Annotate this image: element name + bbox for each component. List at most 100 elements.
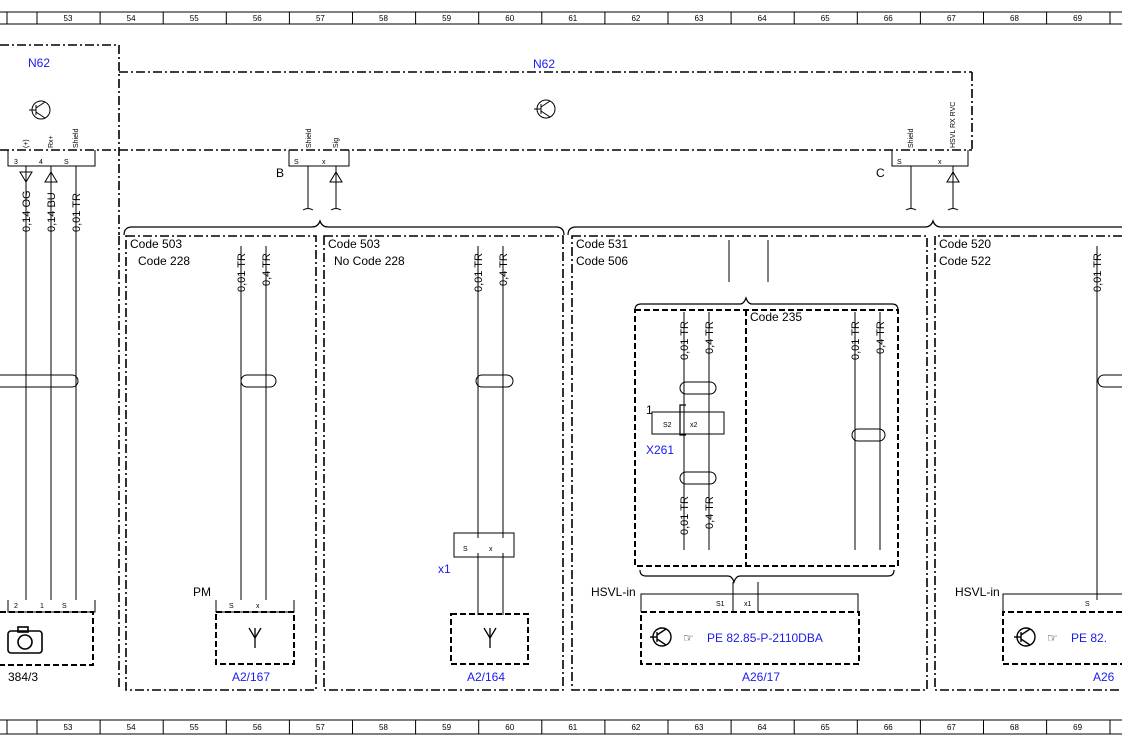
ruler-number: 55 — [190, 14, 199, 23]
component-a2-164: A2/164 — [450, 613, 529, 684]
component-label: 384/3 — [8, 670, 38, 684]
code-group-1: Code 503 Code 228 — [125, 235, 317, 691]
ruler-number: 62 — [631, 14, 640, 23]
component-a26-right: HSVL-in S ☞ PE 82. A26 — [955, 585, 1122, 684]
code-label: Code 522 — [939, 254, 991, 268]
reference-link[interactable]: PE 82.85-P-2110DBA — [707, 631, 823, 645]
brace-bottom — [639, 569, 895, 584]
group2-wires: 0,01 TR 0,4 TR — [473, 246, 514, 615]
ruler-number: 61 — [568, 723, 577, 732]
wire-label: 0,01 TR — [850, 321, 862, 360]
hand-pointer-icon: ☞ — [1047, 631, 1058, 645]
ruler-number: 58 — [379, 14, 388, 23]
group1-wires: 0,01 TR 0,4 TR — [236, 246, 277, 600]
module-label-n62-main: N62 — [533, 57, 555, 71]
wire-label: 0,4 TR — [704, 321, 716, 354]
pin-label: 2 — [14, 603, 18, 610]
code-group-4: Code 520 Code 522 — [934, 235, 1122, 691]
ruler-number: 68 — [1010, 14, 1019, 23]
ruler-number: 59 — [442, 14, 451, 23]
pin-label: x — [322, 159, 326, 166]
group3-wires: Code 235 0,01 TR 0,4 TR 0,01 TR 0,4 TR 0… — [634, 240, 899, 567]
ruler-number: 68 — [1010, 723, 1019, 732]
pin-label: x — [938, 159, 942, 166]
ruler-number: 62 — [631, 723, 640, 732]
wire-label: 0,01 TR — [1092, 253, 1104, 292]
connector-label-hsvl: HSVL-in — [955, 585, 1000, 599]
connector-label-x1: x1 — [438, 562, 451, 576]
transistor-icon — [534, 99, 556, 119]
code-label: Code 506 — [576, 254, 628, 268]
connector-label-pm: PM — [193, 585, 211, 599]
code-group-2: Code 503 No Code 228 — [323, 235, 564, 691]
ruler-number: 60 — [505, 14, 514, 23]
ruler-number: 54 — [127, 14, 136, 23]
wire-label: 0,4 TR — [704, 496, 716, 529]
ruler-number: 63 — [695, 723, 704, 732]
ruler-number: 65 — [821, 723, 830, 732]
connector-label-hsvl: HSVL-in — [591, 585, 636, 599]
code-label: Code 520 — [939, 237, 991, 251]
transistor-icon — [1014, 627, 1036, 647]
code-label: Code 503 — [130, 237, 182, 251]
pin-label: S — [463, 546, 468, 553]
connector-label-b: B — [276, 166, 284, 180]
ruler-number: 54 — [127, 723, 136, 732]
code-label: Code 503 — [328, 237, 380, 251]
reference-link[interactable]: PE 82. — [1071, 631, 1107, 645]
component-label: A2/167 — [232, 670, 270, 684]
ruler-number: 57 — [316, 14, 325, 23]
wire-breaks — [302, 208, 959, 211]
antenna-icon — [483, 627, 497, 648]
connector-c: C S x Shield HSVL RX RVC — [876, 102, 969, 208]
connector-x1: S x x1 — [438, 532, 515, 576]
shield-ferrite-icon — [1097, 374, 1122, 388]
ruler-number: 55 — [190, 723, 199, 732]
pin-number: 1 — [646, 403, 653, 417]
module-n62-left: N62 — [0, 44, 120, 235]
pin-label: S — [294, 159, 299, 166]
ruler-number: 65 — [821, 14, 830, 23]
code-label: Code 531 — [576, 237, 628, 251]
component-384-3: 2 1 S 384/3 — [0, 600, 96, 684]
pin-name: (+) — [23, 139, 30, 148]
ruler-number: 57 — [316, 723, 325, 732]
ruler-number: 67 — [947, 14, 956, 23]
pin-name: Rx+ — [48, 135, 55, 148]
code-label: Code 228 — [138, 254, 190, 268]
module-n62-main: N62 — [0, 57, 973, 151]
pin-label: S — [897, 159, 902, 166]
ruler-number: 64 — [758, 723, 767, 732]
ruler-number: 56 — [253, 14, 262, 23]
code-group-3: Code 531 Code 506 — [571, 235, 928, 691]
brace-top — [123, 219, 1122, 236]
ruler-number: 58 — [379, 723, 388, 732]
pin-label: S — [64, 159, 69, 166]
component-label: A26 — [1093, 670, 1115, 684]
shield-ferrite-icon — [851, 428, 886, 442]
connector-b: B S x Shield Sig — [276, 128, 350, 208]
pin-name: HSVL RX RVC — [950, 102, 957, 148]
ruler-number: 66 — [884, 14, 893, 23]
pin-label: S1 — [716, 601, 725, 608]
wire-label: 0,14 BU — [46, 192, 58, 232]
ruler-number: 53 — [64, 14, 73, 23]
code-label: No Code 228 — [334, 254, 405, 268]
shield-ferrite-icon — [240, 374, 277, 388]
wire-label: 0,4 TR — [261, 253, 273, 286]
ruler-number: 66 — [884, 723, 893, 732]
connector-label-x261: X261 — [646, 443, 674, 457]
wire-label: 0,01 TR — [236, 253, 248, 292]
ruler-number: 63 — [695, 14, 704, 23]
code-label: Code 235 — [750, 310, 802, 324]
ruler-number: 69 — [1073, 723, 1082, 732]
group4-wires: 0,01 TR — [1092, 246, 1122, 600]
wire-label: 0,01 TR — [679, 496, 691, 535]
wire-label: 0,01 TR — [679, 321, 691, 360]
pin-label: 4 — [39, 159, 43, 166]
ruler-number: 53 — [64, 723, 73, 732]
pin-label: x — [256, 603, 260, 610]
ruler-number: 61 — [568, 14, 577, 23]
